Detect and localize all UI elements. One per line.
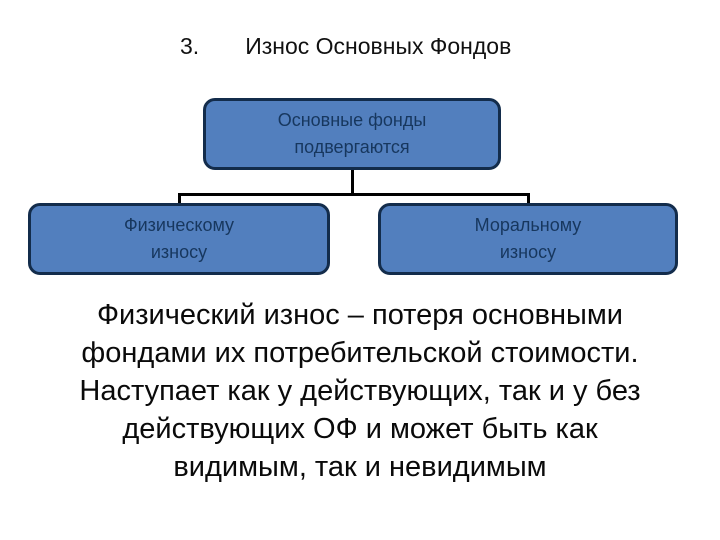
left-box-label-line1: Физическому [123,215,235,235]
paragraph-line: видимым, так и невидимым [173,451,547,483]
connector-drop-left [178,193,181,204]
page-title: 3. Износ Основных Фондов [180,33,511,59]
root-box-label-line2: подвергаются [294,137,410,157]
paragraph-line: фондами их потребительской стоимости. [81,337,639,369]
definition-paragraph: Физический износ – потеря основными фонд… [10,296,710,486]
title-text: Износ Основных Фондов [245,33,512,59]
right-box-label-line1: Моральному [474,215,582,235]
paragraph-line: действующих ОФ и может быть как [122,413,598,445]
connector-drop-right [527,193,530,204]
title-number: 3. [180,33,200,59]
diagram-left-box: Физическому износу [28,203,330,275]
left-box-label-line2: износу [150,242,208,262]
connector-stem [351,170,354,196]
right-box-label-line2: износу [499,242,557,262]
paragraph-line: Наступает как у действующих, так и у без [79,375,641,407]
diagram-root-box: Основные фонды подвергаются [203,98,501,170]
paragraph-line: Физический износ – потеря основными [96,299,624,331]
diagram-right-box: Моральному износу [378,203,678,275]
connector-crossbar [178,193,530,196]
root-box-label-line1: Основные фонды [277,110,427,130]
